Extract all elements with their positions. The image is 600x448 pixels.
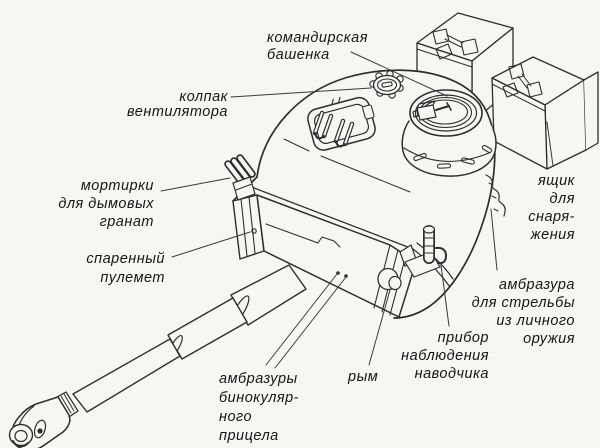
leader-ventilator-cap bbox=[230, 87, 372, 98]
label-line: пулемет bbox=[100, 270, 165, 286]
label-line: командирская bbox=[267, 30, 368, 46]
roof-hatch bbox=[307, 96, 376, 151]
cupola-vision-slits bbox=[413, 144, 493, 169]
leader-equipment-box bbox=[546, 121, 554, 167]
ventilator-cap bbox=[369, 70, 404, 99]
mg-port bbox=[251, 228, 257, 234]
cupola-hatch-handle bbox=[412, 100, 452, 121]
label-smoke-mortars: мортирки для дымовых гранат bbox=[34, 177, 154, 231]
label-line: прицела bbox=[219, 428, 279, 444]
label-line: оружия bbox=[523, 331, 575, 347]
smoke-mortars bbox=[224, 154, 256, 201]
label-line: жения bbox=[530, 227, 575, 243]
label-line: прибор bbox=[437, 330, 489, 346]
lifting-eye bbox=[377, 267, 402, 291]
label-line: бинокуляр- bbox=[219, 390, 300, 406]
label-gunner-observation: прибор наблюдения наводчика bbox=[379, 329, 489, 383]
label-line: колпак bbox=[179, 89, 228, 105]
hatch-handles bbox=[312, 110, 355, 148]
label-line: гранат bbox=[99, 214, 154, 230]
observation-device bbox=[399, 225, 447, 278]
gun-barrel bbox=[8, 264, 307, 448]
label-line: вентилятора bbox=[127, 104, 228, 120]
side-embrasure bbox=[485, 174, 506, 217]
leader-binocular-1 bbox=[265, 273, 338, 366]
muzzle-brake bbox=[8, 391, 79, 448]
label-lifting-eye: рым bbox=[348, 368, 378, 386]
label-line: башенка bbox=[267, 47, 330, 63]
label-coaxial-mg: спаренный пулемет bbox=[45, 250, 165, 288]
label-line: мортирки bbox=[80, 178, 154, 194]
leader-smoke-mortars bbox=[160, 177, 231, 192]
leader-binocular-2 bbox=[274, 276, 347, 369]
leader-lines bbox=[160, 51, 554, 369]
leader-coaxial-mg bbox=[171, 231, 251, 258]
label-line: для дымовых bbox=[58, 196, 154, 212]
label-line: ного bbox=[219, 409, 253, 425]
leader-lifting-eye bbox=[368, 289, 391, 366]
label-line: для стрельбы bbox=[471, 295, 575, 311]
leader-commander-cupola bbox=[350, 51, 448, 97]
sight-port-right bbox=[344, 274, 348, 278]
label-line: ящик bbox=[538, 173, 575, 189]
label-line: наводчика bbox=[414, 366, 489, 382]
label-line: амбразуры bbox=[219, 371, 298, 387]
label-line: наблюдения bbox=[401, 348, 489, 364]
label-personal-weapon-port: амбразура для стрельбы из личного оружия bbox=[430, 276, 575, 348]
label-line: для bbox=[549, 191, 575, 207]
label-line: рым bbox=[348, 369, 379, 385]
label-line: амбразура bbox=[498, 277, 575, 293]
label-line: из личного bbox=[496, 313, 575, 329]
label-line: спаренный bbox=[86, 251, 165, 267]
label-ventilator-cap: колпак вентилятора bbox=[88, 90, 228, 120]
label-binocular-sight-ports: амбразуры бинокуляр- ного прицела bbox=[219, 370, 299, 446]
label-equipment-box: ящик для снаря- жения bbox=[475, 172, 575, 244]
leader-gunner-observation bbox=[440, 264, 450, 327]
commander-cupola bbox=[401, 89, 497, 177]
leader-personal-weapon-port bbox=[490, 208, 498, 271]
equipment-box-front bbox=[491, 56, 599, 170]
label-commander-cupola: командирская башенка bbox=[267, 30, 368, 64]
label-line: снаря- bbox=[528, 209, 575, 225]
